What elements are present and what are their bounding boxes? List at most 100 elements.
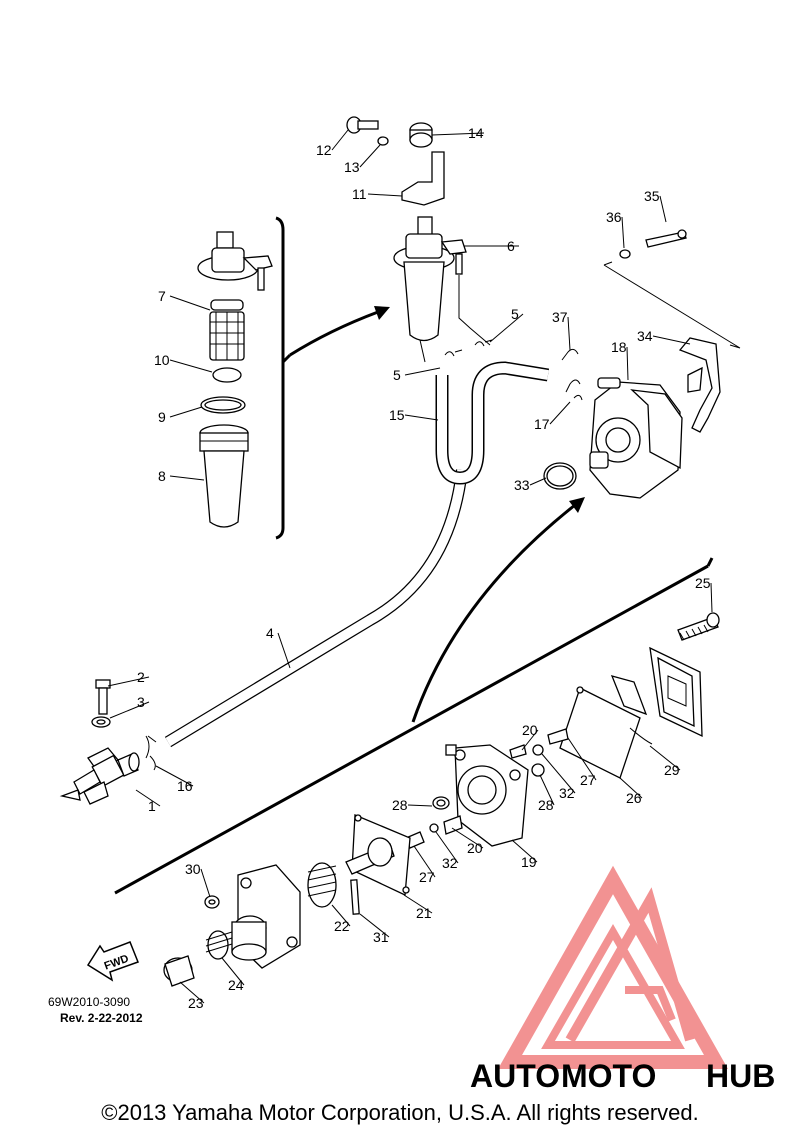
leader-lines xyxy=(107,129,713,1004)
part-number-27: 27 xyxy=(419,869,435,885)
revision-date: Rev. 2-22-2012 xyxy=(60,1011,143,1025)
leader-line xyxy=(567,737,597,781)
leader-line xyxy=(539,774,555,806)
part-number-27: 27 xyxy=(580,772,596,788)
part-number-21: 21 xyxy=(416,905,432,921)
part-number-12: 12 xyxy=(316,142,332,158)
leader-line xyxy=(169,406,203,418)
leader-line xyxy=(155,765,194,787)
separator-lines xyxy=(114,216,714,895)
leader-line xyxy=(435,831,459,864)
part-number-28: 28 xyxy=(392,797,408,813)
leader-line xyxy=(403,894,433,914)
leader-line xyxy=(413,845,436,878)
fuel-hose-15 xyxy=(435,361,550,485)
leader-line xyxy=(652,335,691,345)
part-number-5: 5 xyxy=(393,367,401,383)
leader-line xyxy=(619,777,643,799)
part-number-34: 34 xyxy=(637,328,653,344)
fuel-filter-6 xyxy=(346,116,491,363)
part-number-20: 20 xyxy=(467,840,483,856)
assembly-arrows xyxy=(289,306,585,723)
part-number-26: 26 xyxy=(626,790,642,806)
leader-line xyxy=(626,346,629,381)
leader-line xyxy=(710,582,713,613)
part-number-23: 23 xyxy=(188,995,204,1011)
clip-5 xyxy=(444,339,493,357)
watermark-moto: MOTO xyxy=(561,1058,656,1094)
part-number-3: 3 xyxy=(137,694,145,710)
part-number-9: 9 xyxy=(158,409,166,425)
part-number-5: 5 xyxy=(511,306,519,322)
fuel-filter-exploded xyxy=(197,231,273,528)
part-number-7: 7 xyxy=(158,288,166,304)
leader-line xyxy=(169,359,213,373)
copyright-notice: ©2013 Yamaha Motor Corporation, U.S.A. A… xyxy=(101,1100,699,1125)
leader-line xyxy=(659,195,667,223)
leader-line xyxy=(221,957,245,986)
fuel-hose-4 xyxy=(164,469,468,748)
part-number-32: 32 xyxy=(442,855,458,871)
part-number-25: 25 xyxy=(695,575,711,591)
part-number-6: 6 xyxy=(507,238,515,254)
part-number-11: 11 xyxy=(352,186,367,202)
leader-line xyxy=(331,129,349,151)
leader-line xyxy=(489,313,524,343)
part-number-20: 20 xyxy=(522,722,538,738)
part-number-33: 33 xyxy=(514,477,530,493)
leader-line xyxy=(359,913,390,938)
leader-line xyxy=(431,132,485,136)
part-number-14: 14 xyxy=(468,125,484,141)
part-number-22: 22 xyxy=(334,918,350,934)
leader-line xyxy=(451,827,484,849)
part-number-30: 30 xyxy=(185,861,201,877)
leader-line xyxy=(541,753,576,794)
part-number-37: 37 xyxy=(552,309,568,325)
part-number-8: 8 xyxy=(158,468,166,484)
fuel-pump-exploded xyxy=(163,612,720,987)
leader-line xyxy=(511,839,538,863)
leader-line xyxy=(521,729,539,751)
part-number-35: 35 xyxy=(644,188,660,204)
leader-line xyxy=(621,216,625,249)
part-number-17: 17 xyxy=(534,416,550,432)
part-number-29: 29 xyxy=(664,762,680,778)
watermark-text: AUTO MOTO HUB xyxy=(470,1058,775,1094)
watermark-logo xyxy=(497,865,729,1069)
leader-line xyxy=(407,804,433,807)
leader-line xyxy=(367,193,403,197)
fitting-1 xyxy=(59,679,157,805)
part-number-24: 24 xyxy=(228,977,244,993)
leader-line xyxy=(200,868,211,898)
part-number-32: 32 xyxy=(559,785,575,801)
leader-line xyxy=(169,475,205,481)
leader-line xyxy=(567,316,571,351)
leader-line xyxy=(404,367,441,376)
leader-line xyxy=(404,414,439,421)
part-number-16: 16 xyxy=(177,778,193,794)
part-number-4: 4 xyxy=(266,625,274,641)
part-number-19: 19 xyxy=(521,854,537,870)
part-number-1: 1 xyxy=(148,798,156,814)
part-number-10: 10 xyxy=(154,352,170,368)
leader-line xyxy=(277,632,291,669)
leader-line xyxy=(359,144,381,168)
leader-line xyxy=(169,295,211,311)
part-number-36: 36 xyxy=(606,209,622,225)
part-callouts: 1234556789101112131415161718192020212223… xyxy=(137,125,711,1011)
watermark-auto: AUTO xyxy=(470,1058,560,1094)
drawing-number: 69W2010-3090 xyxy=(48,995,130,1009)
part-number-28: 28 xyxy=(538,797,554,813)
part-number-18: 18 xyxy=(611,339,627,355)
part-number-15: 15 xyxy=(389,407,405,423)
leader-line xyxy=(649,745,681,771)
fuel-pump-18 xyxy=(543,229,741,499)
part-number-2: 2 xyxy=(137,669,145,685)
leader-line xyxy=(179,981,205,1004)
part-number-13: 13 xyxy=(344,159,360,175)
leader-line xyxy=(109,701,150,719)
leader-line xyxy=(331,904,351,927)
leader-line xyxy=(107,676,150,687)
leader-line xyxy=(135,789,161,807)
